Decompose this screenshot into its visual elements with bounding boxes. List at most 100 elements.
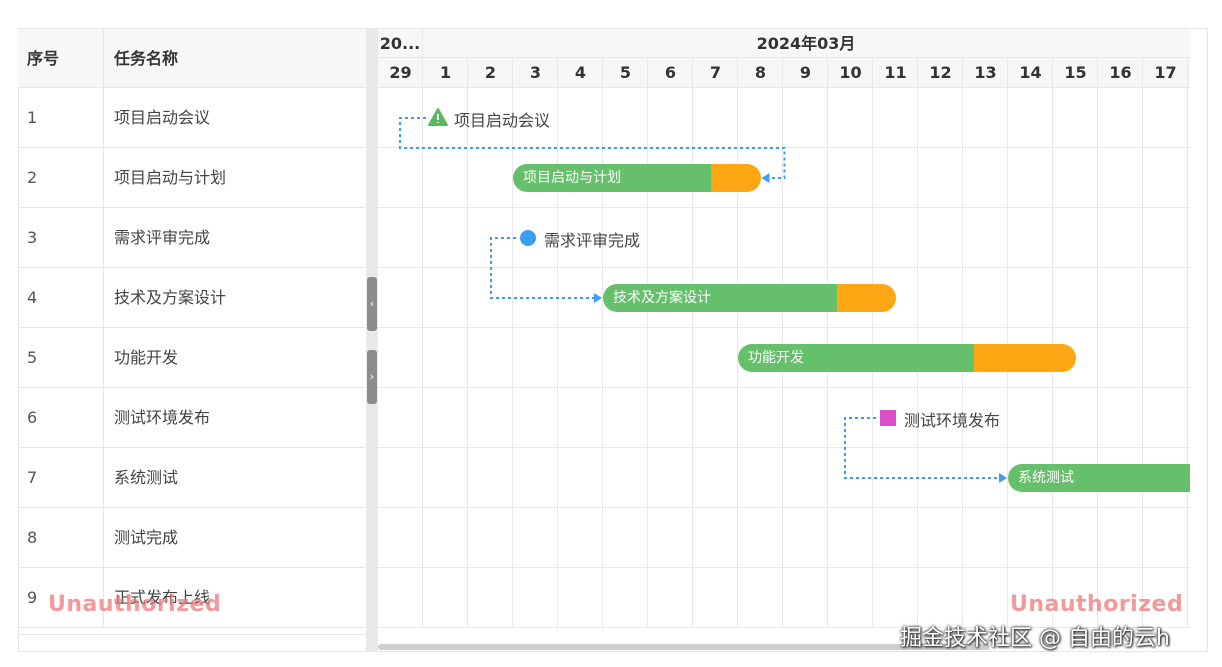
day-header: 8 [754, 63, 767, 82]
horizontal-scrollbar[interactable] [378, 644, 990, 650]
grid-column-line [647, 58, 648, 628]
task-bar-label: 系统测试 [1018, 470, 1074, 486]
task-bar-label: 技术及方案设计 [613, 290, 711, 306]
row-task-name: 系统测试 [114, 468, 179, 487]
column-divider[interactable] [103, 28, 104, 628]
row-task-name: 测试完成 [114, 528, 179, 547]
task-bar[interactable]: 技术及方案设计 [603, 284, 896, 312]
grid-column-line [557, 58, 558, 628]
table-footer-line [18, 634, 366, 635]
dependency-link [399, 117, 786, 179]
grid-column-line [1052, 58, 1053, 628]
grid-column-line [692, 58, 693, 628]
row-task-name: 需求评审完成 [114, 228, 211, 247]
grid-column-line [512, 58, 513, 628]
day-header: 13 [974, 63, 997, 82]
day-header: 10 [839, 63, 862, 82]
row-task-name: 项目启动与计划 [114, 168, 227, 187]
day-header: 15 [1064, 63, 1087, 82]
grid-row-line [378, 207, 1190, 208]
task-bar[interactable]: 功能开发 [738, 344, 1076, 372]
day-header: 3 [529, 63, 542, 82]
dependency-link [844, 417, 1000, 479]
row-task-name: 技术及方案设计 [114, 288, 227, 307]
grid-row-line [378, 567, 1190, 568]
grid-column-line [1097, 58, 1098, 628]
link-arrow-icon [761, 173, 770, 183]
row-task-name: 项目启动会议 [114, 108, 211, 127]
task-bar[interactable]: 项目启动与计划 [513, 164, 761, 192]
day-header: 29 [389, 63, 412, 82]
grid-row-line [378, 447, 1190, 448]
grid-row-line [378, 507, 1190, 508]
row-index: 7 [27, 468, 38, 487]
grid-column-line [782, 58, 783, 628]
table-row[interactable]: 1 项目启动会议 [18, 88, 366, 148]
day-header: 11 [884, 63, 907, 82]
prev-month-label: 20... [379, 34, 421, 53]
table-header: 序号 任务名称 [18, 28, 366, 88]
grid-column-line [602, 58, 603, 628]
task-remaining-fill [974, 344, 1076, 372]
task-remaining-fill [711, 164, 761, 192]
table-row[interactable]: 4 技术及方案设计 [18, 268, 366, 328]
day-header: 14 [1019, 63, 1042, 82]
row-task-name: 功能开发 [114, 348, 179, 367]
table-row[interactable]: 7 系统测试 [18, 448, 366, 508]
table-row[interactable]: 3 需求评审完成 [18, 208, 366, 268]
table-row[interactable]: 2 项目启动与计划 [18, 148, 366, 208]
grid-row-line [378, 327, 1190, 328]
day-header: 2 [484, 63, 497, 82]
day-header: 6 [664, 63, 677, 82]
timeline-header-month: 20... 2024年03月 [378, 28, 1190, 58]
task-progress-fill [738, 344, 975, 372]
milestone-circle-icon[interactable] [520, 230, 536, 246]
milestone-square-icon[interactable] [880, 410, 896, 426]
day-header: 17 [1154, 63, 1177, 82]
row-index: 6 [27, 408, 38, 427]
grid-column-line [467, 58, 468, 628]
expand-right-icon[interactable]: › [367, 350, 377, 404]
link-arrow-icon [594, 293, 602, 303]
table-row[interactable]: 5 功能开发 [18, 328, 366, 388]
table-row[interactable]: 6 测试环境发布 [18, 388, 366, 448]
task-table: 序号 任务名称 1 项目启动会议 2 项目启动与计划 3 需求评审完成 4 技术及方案设计 5 功… [18, 28, 366, 628]
day-header: 7 [709, 63, 722, 82]
row-index: 4 [27, 288, 38, 307]
grid-column-line [872, 58, 873, 628]
row-index: 5 [27, 348, 38, 367]
milestone-warning-icon[interactable] [428, 108, 448, 126]
task-bar[interactable]: 系统测试 [1008, 464, 1190, 492]
table-row[interactable]: 9 正式发布上线 [18, 568, 366, 628]
grid-column-line [827, 58, 828, 628]
watermark-right: Unauthorized [1010, 592, 1184, 617]
grid-column-line [1007, 58, 1008, 628]
task-progress-fill [603, 284, 837, 312]
milestone-label: 测试环境发布 [904, 411, 1001, 430]
row-index: 1 [27, 108, 38, 127]
task-remaining-fill [837, 284, 896, 312]
row-task-name: 测试环境发布 [114, 408, 211, 427]
grid-column-line [422, 28, 423, 628]
task-bar-label: 功能开发 [748, 350, 804, 366]
collapse-left-icon[interactable]: ‹ [367, 277, 377, 331]
grid-column-line [737, 58, 738, 628]
row-index: 3 [27, 228, 38, 247]
pane-splitter[interactable] [366, 28, 378, 652]
column-header-name[interactable]: 任务名称 [114, 49, 179, 68]
column-header-index[interactable]: 序号 [27, 49, 60, 68]
month-label: 2024年03月 [756, 34, 856, 53]
grid-row-line [378, 627, 1190, 628]
milestone-label: 需求评审完成 [544, 231, 641, 250]
milestone-label: 项目启动会议 [454, 111, 551, 130]
row-index: 2 [27, 168, 38, 187]
day-header: 9 [799, 63, 812, 82]
day-header: 16 [1109, 63, 1132, 82]
task-progress-fill [513, 164, 711, 192]
row-index: 9 [27, 588, 38, 607]
row-task-name: 正式发布上线 [114, 588, 211, 607]
link-arrow-icon [999, 473, 1007, 483]
grid-row-line [378, 267, 1190, 268]
